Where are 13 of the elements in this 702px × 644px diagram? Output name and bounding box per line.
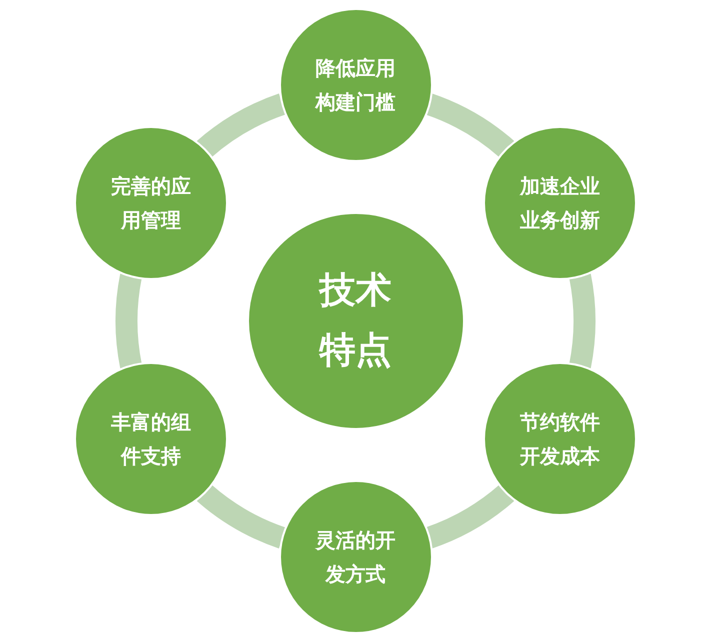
feature-circle: 降低应用构建门槛 — [278, 8, 432, 162]
connector-arc — [116, 274, 142, 368]
connector-arc — [569, 274, 596, 368]
connector-arc — [197, 484, 286, 548]
topic-circle: 技术特点 — [246, 212, 464, 430]
connector-arc — [424, 94, 514, 158]
connector-arc — [197, 94, 286, 158]
feature-circle: 完善的应用管理 — [74, 126, 228, 280]
feature-circle: 丰富的组件支持 — [74, 362, 228, 516]
feature-circle: 加速企业业务创新 — [482, 126, 637, 280]
feature-circle: 节约软件开发成本 — [482, 362, 637, 516]
connector-arc — [424, 484, 514, 548]
feature-circle: 灵活的开发方式 — [278, 480, 432, 634]
